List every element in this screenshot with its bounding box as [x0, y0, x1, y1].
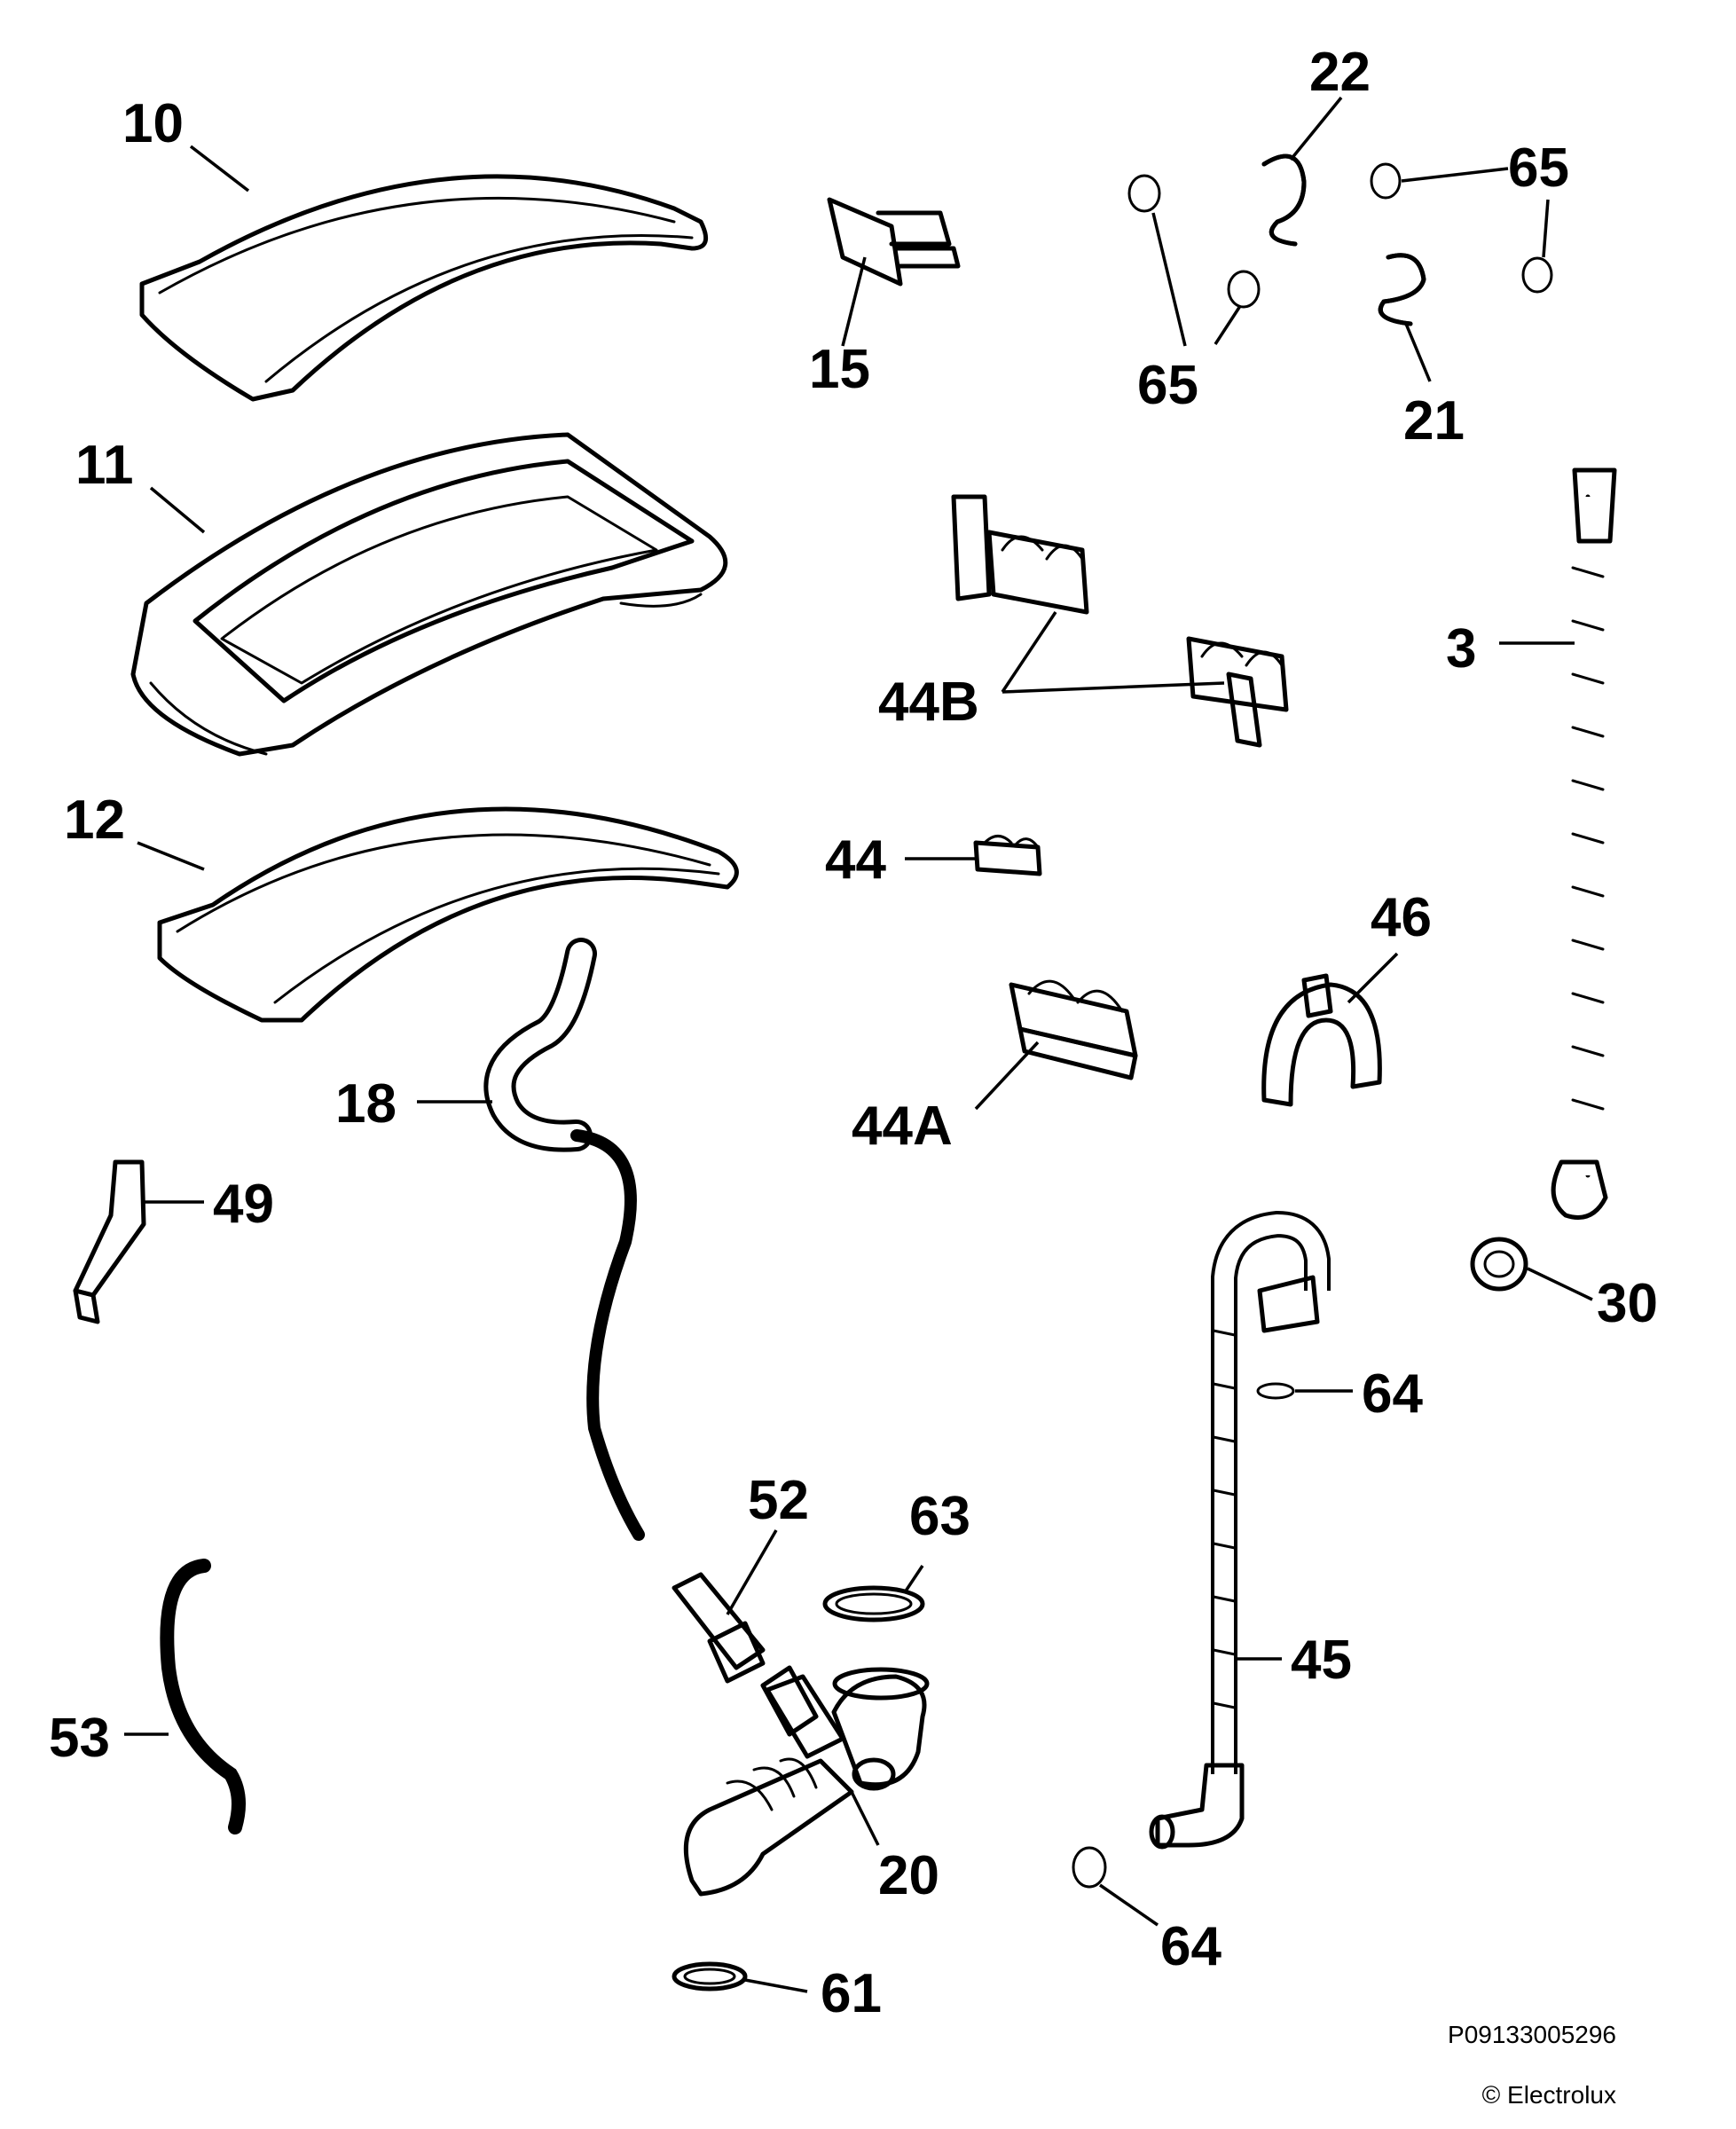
part-61-clamp	[672, 1961, 748, 1992]
callout-45: 45	[1291, 1630, 1352, 1691]
callout-53: 53	[49, 1708, 110, 1769]
copyright-notice: © Electrolux	[1481, 2081, 1616, 2109]
callout-labels: 10 11 12 15 22 65 65 21 3 44B 44 46 44A …	[49, 42, 1658, 2024]
callout-46: 46	[1371, 887, 1432, 948]
callout-64-lower: 64	[1160, 1916, 1221, 1977]
callout-44a: 44A	[852, 1096, 953, 1157]
callout-65-left: 65	[1137, 355, 1198, 416]
part-64-clamp	[1072, 1382, 1295, 1889]
part-45-inlet-hose	[1149, 1210, 1331, 1850]
part-52-connector	[672, 1572, 819, 1737]
callout-49: 49	[213, 1174, 274, 1235]
callout-15: 15	[809, 339, 870, 400]
drawing-code: P09133005296	[1448, 2021, 1616, 2048]
part-21-hose	[1378, 253, 1426, 326]
part-10-seal-ring	[139, 174, 709, 402]
callout-12: 12	[64, 790, 125, 851]
callout-44b: 44B	[878, 672, 979, 733]
part-12-seal-ring	[157, 806, 739, 1023]
callout-44: 44	[825, 829, 886, 891]
part-53-hose	[160, 1559, 246, 1834]
part-65-clamp	[1127, 162, 1553, 309]
part-44-clip	[973, 835, 1042, 876]
part-46-hose-guide	[1261, 973, 1382, 1107]
callout-65-top-right: 65	[1508, 137, 1569, 199]
callout-61: 61	[821, 1963, 882, 2024]
part-44b-bracket-lower	[1186, 636, 1289, 748]
callout-10: 10	[122, 93, 184, 154]
callout-20: 20	[878, 1845, 939, 1906]
part-22-hose	[1261, 153, 1307, 247]
callout-3: 3	[1446, 618, 1476, 680]
part-30-ring-nut	[1470, 1237, 1528, 1292]
callout-18: 18	[335, 1073, 397, 1135]
part-44b-bracket-upper	[951, 494, 1089, 615]
part-63-clamp	[822, 1585, 925, 1622]
part-3-drain-hose	[1551, 467, 1617, 1220]
callout-63: 63	[909, 1486, 970, 1547]
callout-11: 11	[75, 435, 134, 496]
callout-22: 22	[1309, 42, 1371, 103]
callout-30: 30	[1597, 1273, 1658, 1334]
part-18-hose	[483, 938, 645, 1541]
part-15-valve	[827, 197, 961, 287]
part-44a-bracket	[1009, 979, 1138, 1080]
part-49-brush	[73, 1159, 146, 1324]
callout-64-upper: 64	[1362, 1363, 1423, 1425]
leader-lines	[124, 96, 1593, 1993]
part-11-door-frame	[130, 432, 728, 757]
callout-21: 21	[1403, 390, 1465, 452]
callout-52: 52	[748, 1470, 809, 1531]
